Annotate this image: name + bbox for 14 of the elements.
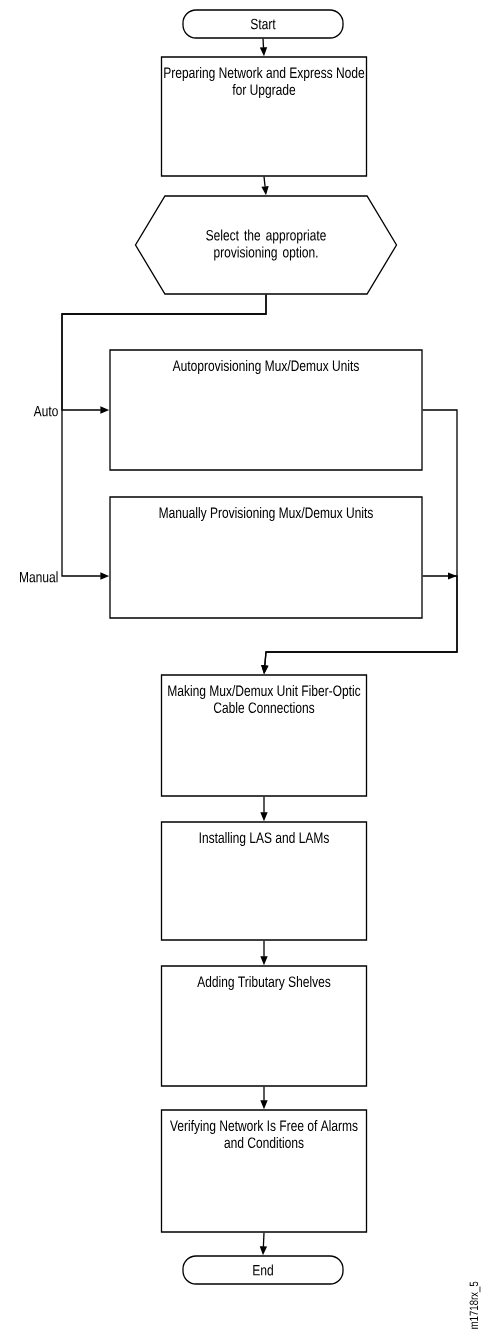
arrow bbox=[61, 294, 267, 580]
terminal-box: End bbox=[182, 1255, 344, 1285]
process-box: Autoprovisioning Mux/Demux Units bbox=[109, 349, 423, 471]
figure-code: m1718rx_5 bbox=[469, 1281, 481, 1329]
edge-label: Manual bbox=[20, 571, 58, 583]
process-box: Installing LAS and LAMs bbox=[160, 821, 368, 941]
process-box: Making Mux/Demux Unit Fiber-Optic Cable Connections bbox=[160, 674, 368, 797]
process-box: Preparing Network and Express Node for Upgrade bbox=[160, 56, 368, 177]
edge-label: Auto bbox=[33, 405, 58, 417]
decision-hexagon: Select the appropriate provisioning option. bbox=[134, 195, 398, 295]
terminal-box: Start bbox=[182, 9, 344, 39]
process-box: Adding Tributary Shelves bbox=[160, 965, 368, 1087]
process-box: Verifying Network Is Free of Alarms and Conditions bbox=[160, 1109, 368, 1233]
process-box: Manually Provisioning Mux/Demux Units bbox=[109, 496, 423, 619]
